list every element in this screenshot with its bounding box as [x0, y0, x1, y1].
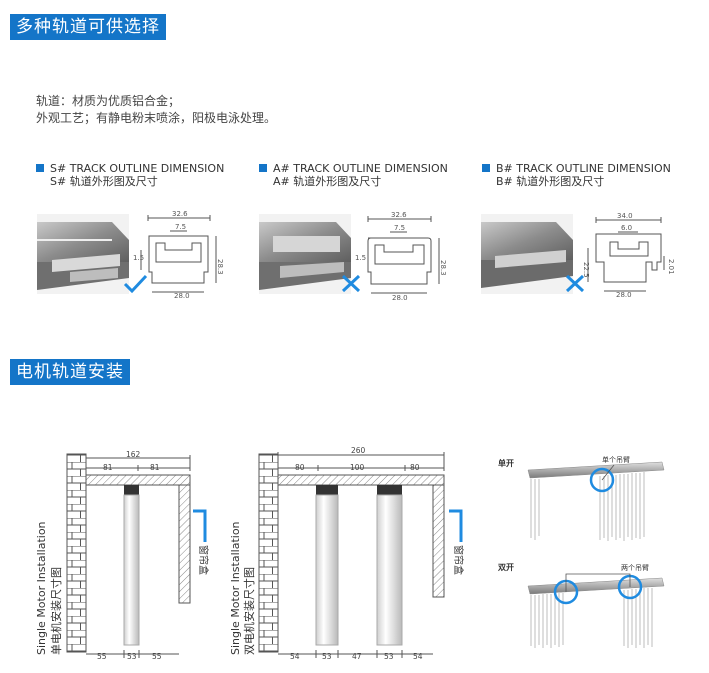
- single-dim-bottom-right: 55: [152, 652, 162, 661]
- single-dim-right: 81: [150, 463, 160, 472]
- double-open-illustration: [527, 573, 665, 648]
- track-b-dim-top: 34.0: [617, 212, 633, 220]
- track-a-photo: [259, 214, 351, 294]
- track-b-profile-drawing: [587, 217, 665, 292]
- bullet-square-icon: [482, 164, 490, 172]
- single-vertical-title-en: Single Motor Installation: [35, 521, 48, 655]
- track-a-dim-side: 1.5: [355, 254, 366, 262]
- track-a-dim-height: 28.3: [439, 260, 447, 276]
- track-b-cross-icon: [565, 274, 585, 293]
- double-dim-left: 80: [295, 463, 305, 472]
- double-dim-right: 80: [410, 463, 420, 472]
- single-dim-bottom-left: 55: [97, 652, 107, 661]
- track-intro-text: 轨道：材质为优质铝合金； 外观工艺；有静电粉末喷涂，阳极电泳处理。: [36, 93, 276, 127]
- track-s-dim-height: 28.3: [216, 259, 224, 275]
- track-s-label: S# TRACK OUTLINE DIMENSION S# 轨道外形图及尺寸: [36, 162, 224, 188]
- single-dim-bottom-mid: 53: [127, 652, 137, 661]
- bullet-square-icon: [259, 164, 267, 172]
- double-vertical-title-en: Single Motor Installation: [229, 521, 242, 655]
- double-dim-total: 260: [351, 446, 366, 455]
- double-box-label: 窗帘盒: [452, 545, 465, 575]
- track-s-profile-drawing: [140, 215, 217, 293]
- track-a-profile-drawing: [367, 216, 440, 294]
- track-b-photo: [481, 214, 573, 294]
- double-dim-bottom-1: 54: [290, 652, 300, 661]
- single-arm-label: 单个吊臂: [602, 455, 630, 464]
- track-b-dim-bottom: 28.0: [616, 291, 632, 299]
- single-dim-total: 162: [126, 450, 141, 459]
- track-a-dim-top: 32.6: [391, 211, 407, 219]
- bullet-square-icon: [36, 164, 44, 172]
- track-s-dim-inner: 7.5: [175, 223, 186, 231]
- double-open-label: 双开: [498, 563, 514, 572]
- track-s-check-icon: [123, 274, 148, 294]
- track-s-dim-bottom: 28.0: [174, 292, 190, 300]
- single-box-label: 窗帘盒: [197, 545, 210, 575]
- single-vertical-title-cn: 单电机安装尺寸图: [49, 567, 63, 655]
- track-s-photo: [37, 214, 129, 294]
- track-a-dim-bottom: 28.0: [392, 294, 408, 302]
- intro-line-2: 外观工艺；有静电粉末喷涂，阳极电泳处理。: [36, 111, 277, 125]
- double-dim-mid: 100: [350, 463, 365, 472]
- track-b-dim-side: 22.5: [582, 262, 590, 278]
- double-motor-drawing: [258, 452, 463, 658]
- double-dim-bottom-4: 53: [384, 652, 394, 661]
- single-open-label: 单开: [498, 458, 514, 468]
- track-s-dim-top: 32.6: [172, 210, 188, 218]
- track-b-dim-inner: 6.0: [621, 224, 632, 232]
- section-title-motor-install: 电机轨道安装: [10, 359, 130, 385]
- double-vertical-title-cn: 双电机安装尺寸图: [242, 567, 256, 655]
- track-s-dim-side: 1.5: [133, 254, 144, 262]
- single-dim-left: 81: [103, 463, 113, 472]
- double-dim-bottom-2: 53: [322, 652, 332, 661]
- double-dim-bottom-3: 47: [352, 652, 362, 661]
- track-b-dim-right: 2.01: [667, 259, 675, 275]
- track-a-cross-icon: [341, 274, 361, 293]
- section-title-track-types: 多种轨道可供选择: [10, 14, 166, 40]
- double-dim-bottom-5: 54: [413, 652, 423, 661]
- track-a-label: A# TRACK OUTLINE DIMENSION A# 轨道外形图及尺寸: [259, 162, 448, 188]
- double-arm-label: 两个吊臂: [621, 563, 649, 572]
- single-open-illustration: [527, 461, 665, 541]
- track-a-dim-inner: 7.5: [394, 224, 405, 232]
- track-b-label: B# TRACK OUTLINE DIMENSION B# 轨道外形图及尺寸: [482, 162, 671, 188]
- single-motor-drawing: [66, 453, 207, 658]
- intro-line-1: 轨道：材质为优质铝合金；: [36, 94, 181, 108]
